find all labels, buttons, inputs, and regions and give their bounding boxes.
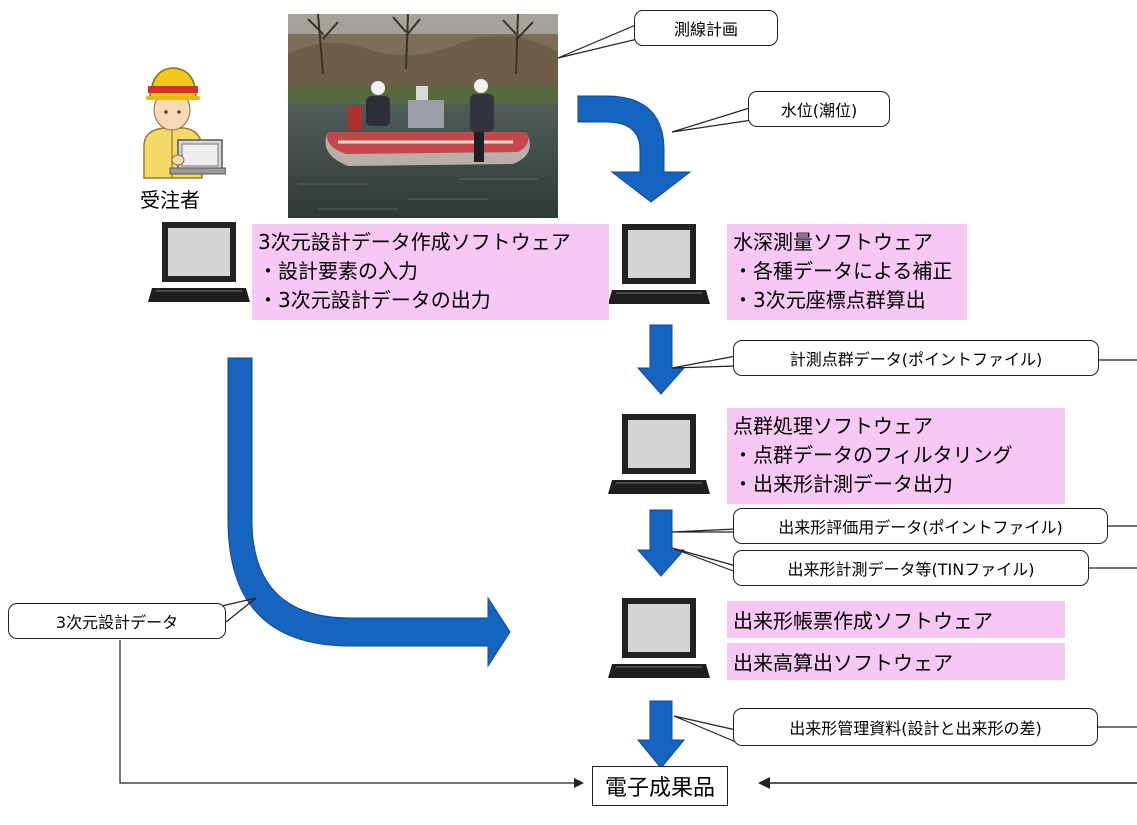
pointcloud-software-title: 点群処理ソフトウェア [733, 414, 933, 438]
laptop-icon [148, 222, 250, 302]
flow-arrow-icon [636, 509, 686, 577]
report-software-box: 出来形帳票作成ソフトウェア [727, 601, 1065, 638]
volume-software-title: 出来高算出ソフトウェア [733, 651, 953, 675]
design-software-box: 3次元設計データ作成ソフトウェア ・設計要素の入力 ・3次元設計データの出力 [252, 224, 609, 320]
sounding-software-item: ・3次元座標点群算出 [733, 288, 926, 312]
water-level-callout: 水位(潮位) [748, 91, 890, 127]
report-software-title: 出来形帳票作成ソフトウェア [733, 609, 993, 633]
laptop-icon [608, 414, 710, 494]
deliverable-label: 電子成果品 [592, 766, 729, 806]
design-software-title: 3次元設計データ作成ソフトウェア [258, 230, 571, 254]
volume-software-box: 出来高算出ソフトウェア [727, 643, 1065, 680]
design-3d-callout: 3次元設計データ [8, 603, 226, 639]
construction-worker-icon [143, 67, 226, 179]
design-software-item: ・3次元設計データの出力 [258, 288, 491, 312]
eval-data-callout: 出来形評価用データ(ポイントファイル) [733, 508, 1108, 544]
laptop-icon [608, 598, 710, 678]
contractor-label: 受注者 [140, 188, 200, 212]
flow-arrow-icon [636, 324, 686, 395]
survey-plan-callout: 測線計画 [634, 10, 778, 46]
management-docs-callout: 出来形管理資料(設計と出来形の差) [733, 708, 1098, 746]
sounding-software-item: ・各種データによる補正 [733, 259, 953, 283]
pointcloud-software-item: ・出来形計測データ出力 [733, 472, 953, 496]
pointcloud-software-item: ・点群データのフィルタリング [733, 443, 1013, 467]
flow-arrow-icon [636, 700, 686, 769]
sounding-software-box: 水深測量ソフトウェア ・各種データによる補正 ・3次元座標点群算出 [727, 224, 967, 320]
sounding-software-title: 水深測量ソフトウェア [733, 230, 933, 254]
flow-arrow-icon [227, 357, 511, 668]
laptop-icon [608, 224, 710, 304]
flow-arrow-icon [577, 95, 692, 203]
survey-boat-photo [288, 14, 558, 218]
measured-points-callout: 計測点群データ(ポイントファイル) [733, 340, 1099, 376]
design-software-item: ・設計要素の入力 [258, 259, 418, 283]
pointcloud-software-box: 点群処理ソフトウェア ・点群データのフィルタリング ・出来形計測データ出力 [727, 408, 1065, 504]
measure-tin-callout: 出来形計測データ等(TINファイル) [733, 550, 1089, 586]
